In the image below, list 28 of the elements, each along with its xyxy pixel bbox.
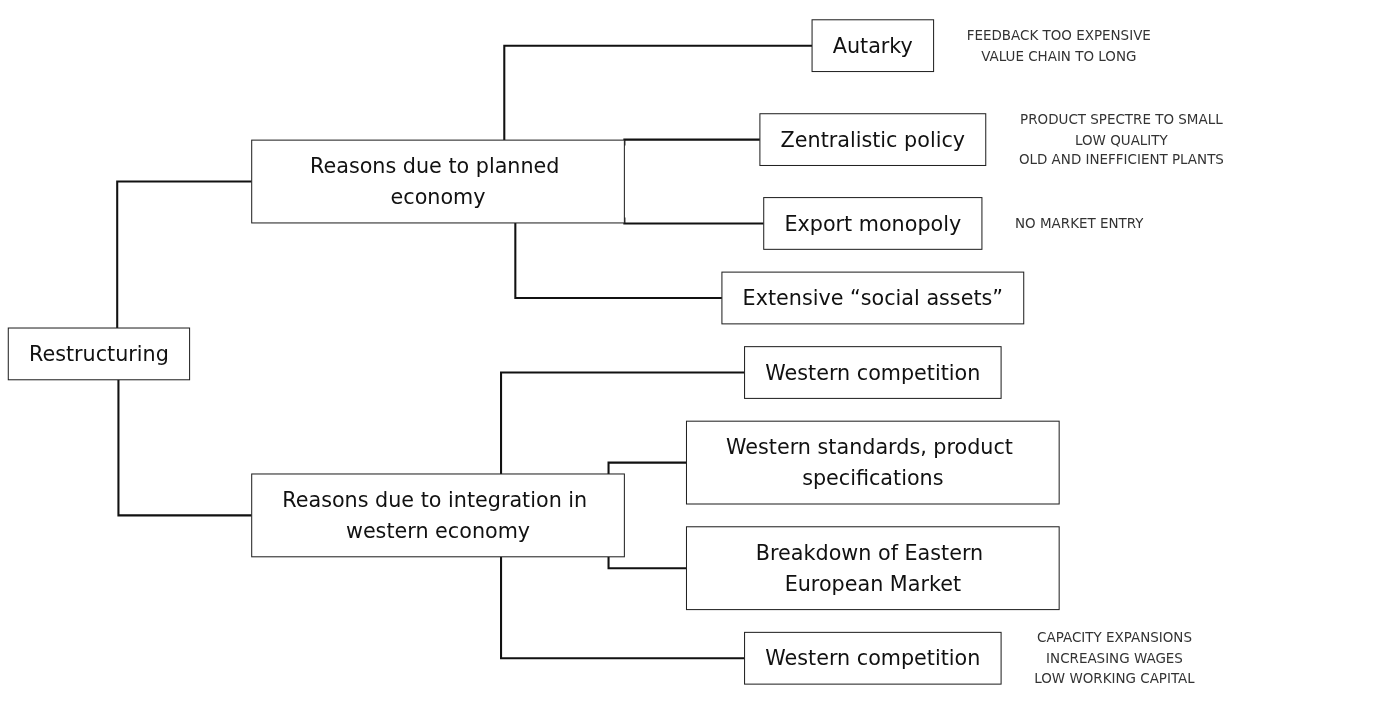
- connector: [500, 556, 745, 660]
- connector: [607, 461, 687, 474]
- connector: [500, 371, 745, 474]
- node-box: Western competition: [744, 631, 1002, 685]
- node-box: Export monopoly: [763, 197, 983, 250]
- node-box: Zentralistic policy: [759, 113, 987, 166]
- node-box: Reasons due to planned economy: [251, 139, 625, 224]
- node-box: Western competition: [744, 346, 1002, 399]
- node-label: NO MARKET ENTRY: [1015, 215, 1144, 231]
- connector: [116, 180, 252, 328]
- connector: [503, 44, 813, 141]
- node-label: VALUE CHAIN TO LONG: [981, 47, 1137, 64]
- connector: [607, 556, 687, 570]
- node-label: INCREASING WAGES: [1046, 650, 1183, 666]
- node-label: LOW QUALITY: [1075, 131, 1168, 148]
- node-box: Extensive “social assets”: [721, 271, 1025, 325]
- connector: [514, 222, 722, 300]
- node-label: LOW WORKING CAPITAL: [1034, 670, 1195, 686]
- node-box: Western standards, product specifications: [685, 420, 1060, 505]
- node-box: Reasons due to integration in western economy: [251, 473, 625, 558]
- node-label: CAPACITY EXPANSIONS: [1037, 630, 1192, 646]
- node-label: PRODUCT SPECTRE TO SMALL: [1020, 111, 1223, 127]
- node-box: Restructuring: [7, 327, 191, 381]
- node-label: FEEDBACK TOO EXPENSIVE: [966, 27, 1151, 44]
- node-box: Breakdown of Eastern European Market: [685, 526, 1060, 611]
- node-label: OLD AND INEFFICIENT PLANTS: [1018, 151, 1224, 168]
- node-box: Autarky: [811, 19, 935, 73]
- connector: [117, 379, 252, 517]
